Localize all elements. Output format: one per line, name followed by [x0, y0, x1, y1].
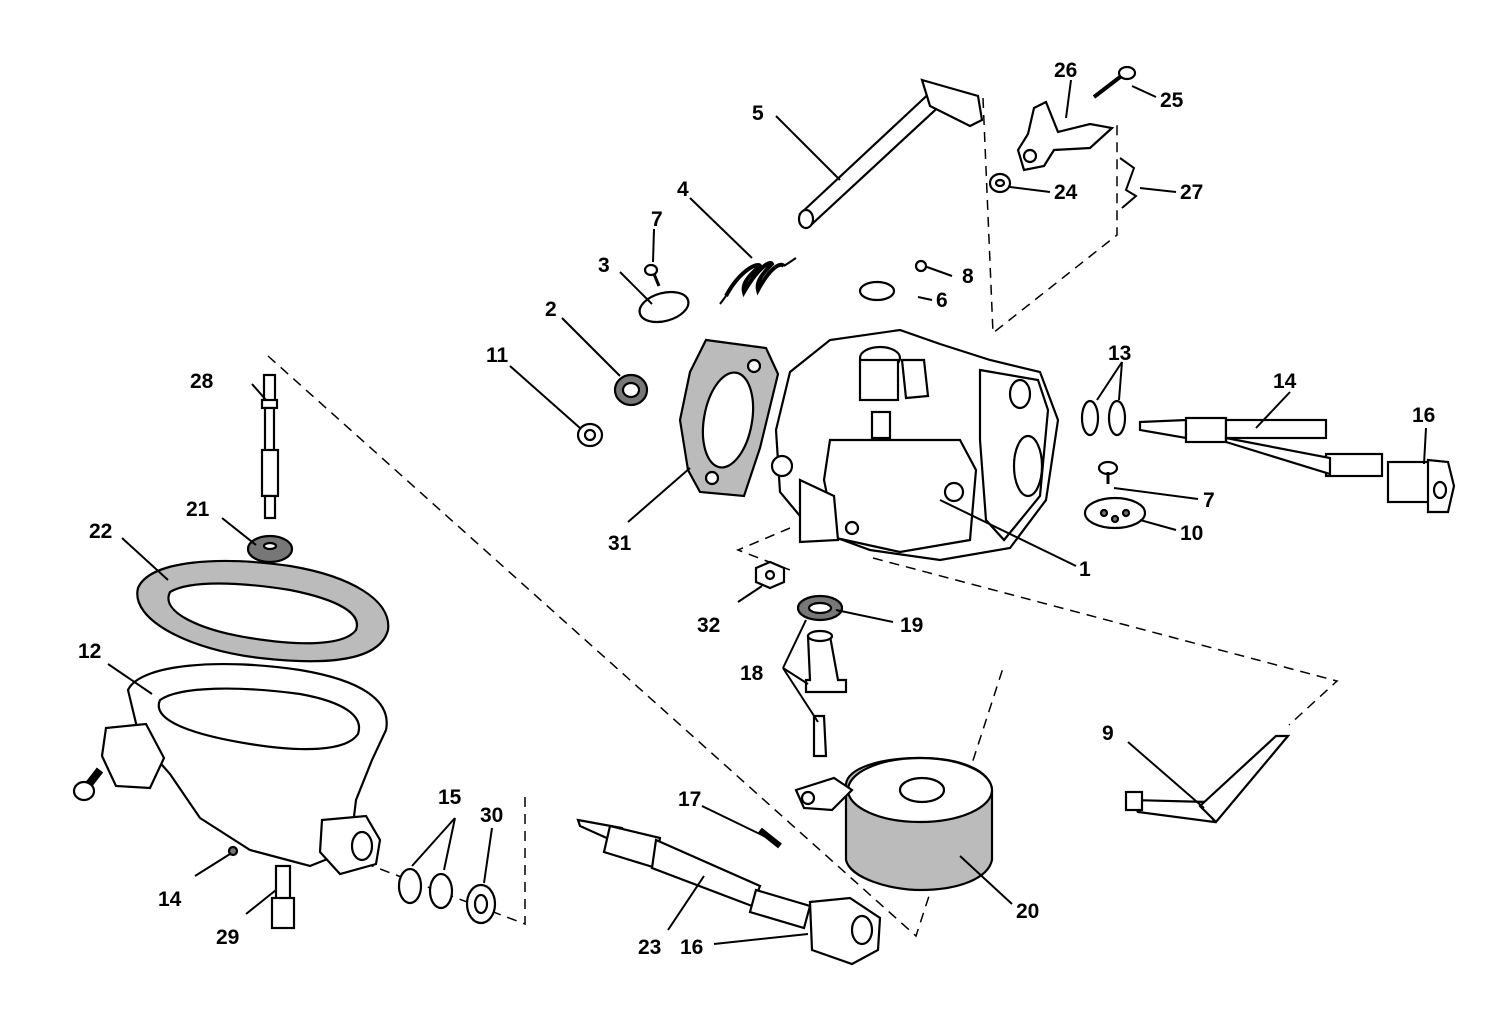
- link-rod-9: [1124, 734, 1291, 824]
- throttle-spring: [719, 257, 797, 305]
- callout-12: 12: [78, 640, 101, 663]
- callout-5: 5: [752, 102, 764, 125]
- adjustment-needle-15: [1138, 416, 1384, 478]
- float-bowl: [72, 663, 388, 876]
- callout-26: 26: [1054, 59, 1077, 82]
- throttle-shaft: [797, 78, 984, 230]
- carburetor-body: [770, 328, 1060, 562]
- callout-16-upper: 16: [1412, 404, 1435, 427]
- flange-gasket: [678, 338, 780, 498]
- callout-4: 4: [677, 178, 689, 201]
- welch-plug: [858, 280, 896, 302]
- packing-nut-16-upper: [1386, 458, 1456, 514]
- plate-10: [1083, 496, 1147, 530]
- packing-nut-16-lower: [808, 896, 882, 966]
- callout-14-lower: 15: [438, 786, 462, 809]
- callout-14-upper: 13: [1108, 342, 1131, 365]
- screw-29: [270, 864, 296, 930]
- nut-32: [754, 560, 786, 590]
- callout-9: 9: [1102, 722, 1114, 745]
- callout-labels: 5 4 7 3 2 11 31 6 8 26 25 24 27 13 14 16…: [78, 59, 1435, 959]
- callout-10: 10: [1180, 522, 1203, 545]
- callout-32: 32: [697, 614, 720, 637]
- callout-29: 29: [216, 926, 239, 949]
- washer-30: [465, 883, 497, 925]
- float-valve-18: [804, 629, 848, 758]
- callout-13: 14: [158, 888, 182, 911]
- callout-3: 3: [598, 254, 610, 277]
- callout-27: 27: [1180, 181, 1203, 204]
- grommet-21: [246, 534, 294, 564]
- callout-2: 2: [545, 298, 557, 321]
- seal-2: [613, 373, 649, 407]
- washers-14-lower: [397, 867, 454, 910]
- pin-8: [914, 259, 928, 273]
- washers-14-upper: [1080, 399, 1127, 437]
- callout-16-lower: 16: [680, 936, 703, 959]
- callout-20: 20: [1016, 900, 1039, 923]
- screw-7-top: [643, 263, 661, 287]
- adjustment-needle-23: [576, 818, 812, 930]
- link-clip: [1119, 157, 1138, 209]
- ball-13: [227, 845, 239, 857]
- lock-washer-19: [796, 594, 844, 622]
- callout-6: 6: [936, 289, 948, 312]
- float-20: [794, 756, 994, 892]
- bowl-gasket: [136, 559, 390, 663]
- callout-21: 21: [186, 498, 210, 521]
- callout-7-lower: 7: [1203, 489, 1215, 512]
- leader-lines: [107, 79, 1427, 945]
- callout-28: 28: [190, 370, 214, 393]
- callout-25: 25: [1160, 89, 1184, 112]
- callout-22: 22: [89, 520, 112, 543]
- callout-8: 8: [962, 265, 974, 288]
- callout-15: 14: [1273, 370, 1297, 393]
- washer-24-hole: [994, 178, 1006, 188]
- callout-1: 1: [1079, 558, 1091, 581]
- callout-24: 24: [1054, 181, 1078, 204]
- float-pin: [758, 827, 782, 849]
- lever-screw: [1092, 65, 1137, 99]
- callout-7-top: 7: [651, 208, 663, 231]
- callout-11: 11: [486, 344, 509, 367]
- throttle-lever: [1016, 100, 1115, 172]
- callout-30: 30: [480, 804, 503, 827]
- throttle-plate: [638, 290, 690, 324]
- callout-18: 18: [740, 662, 764, 685]
- screw-7-lower: [1097, 460, 1119, 484]
- bushing-11: [576, 422, 604, 448]
- callout-19: 19: [900, 614, 923, 637]
- callout-17: 17: [678, 788, 701, 811]
- callout-31: 31: [608, 532, 632, 555]
- callout-23: 23: [638, 936, 661, 959]
- needle-28: [260, 373, 280, 520]
